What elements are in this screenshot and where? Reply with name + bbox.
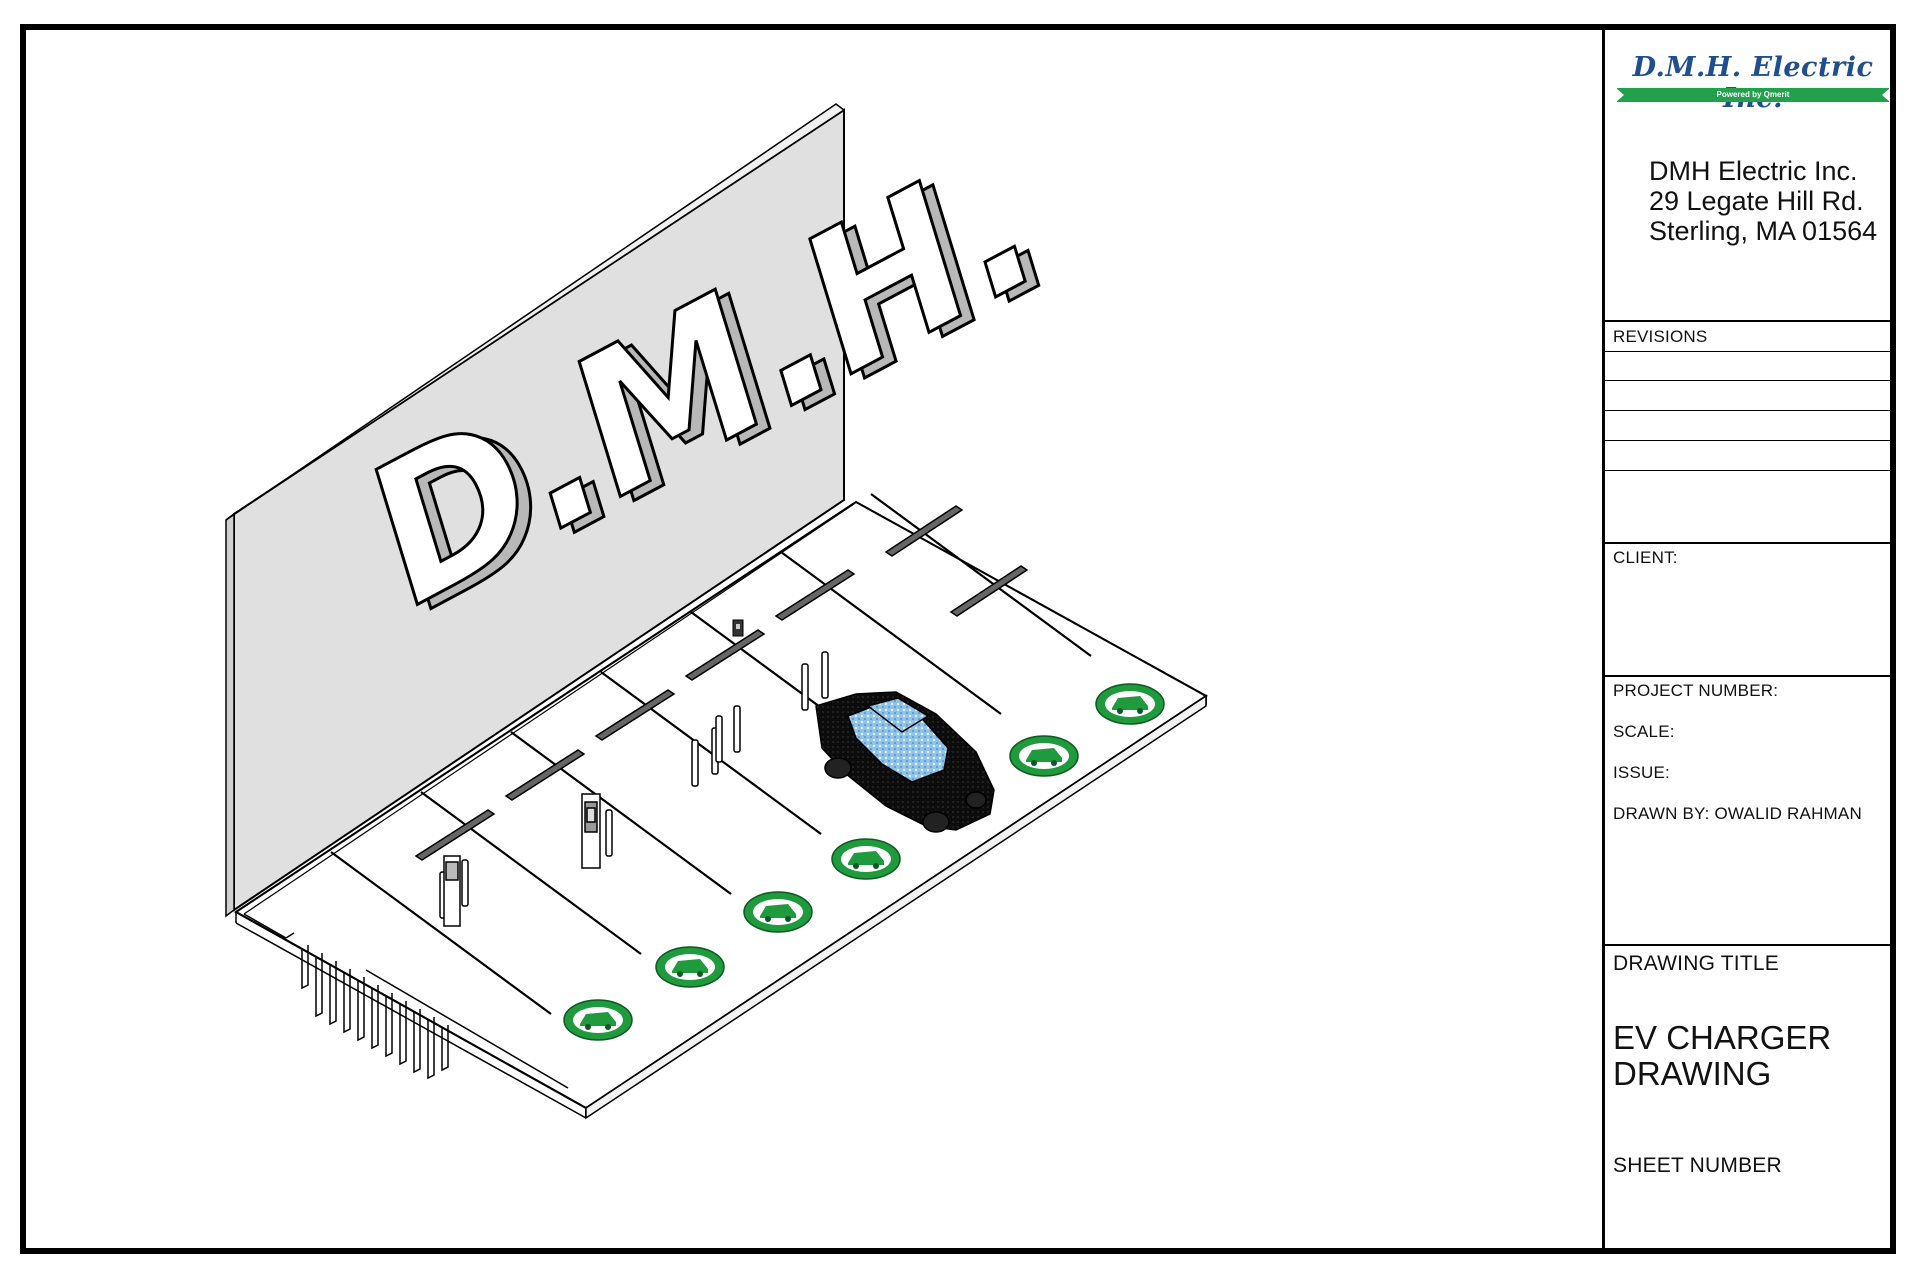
sheet-number-label: SHEET NUMBER xyxy=(1613,1154,1782,1177)
isometric-parking-drawing: D.M.H. D.M.H. xyxy=(225,103,1208,1120)
wall-junction-box xyxy=(732,619,744,637)
drawing-title-label: DRAWING TITLE xyxy=(1613,952,1779,975)
divider-project-top xyxy=(1605,675,1896,677)
revision-row-4 xyxy=(1605,440,1896,441)
ev-parking-symbols xyxy=(563,683,1165,1041)
client-label: CLIENT: xyxy=(1613,548,1678,567)
left-end-bay-hatch xyxy=(243,913,569,1089)
ev-symbol-4 xyxy=(831,838,901,880)
ev-symbol-5 xyxy=(1009,735,1079,777)
issue-label: ISSUE: xyxy=(1613,763,1670,782)
revision-row-1 xyxy=(1605,351,1896,352)
divider-client-top xyxy=(1605,542,1896,544)
company-address: DMH Electric Inc. 29 Legate Hill Rd. Ste… xyxy=(1649,156,1877,246)
company-street: 29 Legate Hill Rd. xyxy=(1649,186,1864,216)
isometric-drawing-area: D.M.H. D.M.H. xyxy=(26,30,1602,1248)
logo-powered-by: Powered by Qmerit xyxy=(1716,90,1790,99)
divider-revisions-top xyxy=(1605,320,1896,322)
ev-charger-pedestal-1 xyxy=(443,855,461,927)
company-logo: D.M.H. Electric Inc. Powered by Qmerit xyxy=(1613,52,1893,122)
scale-label: SCALE: xyxy=(1613,722,1675,741)
revisions-label: REVISIONS xyxy=(1613,327,1708,346)
company-city: Sterling, MA 01564 xyxy=(1649,216,1878,246)
revision-row-5 xyxy=(1605,470,1896,471)
logo-green-ribbon xyxy=(1616,88,1890,102)
revision-row-3 xyxy=(1605,410,1896,411)
project-number-label: PROJECT NUMBER: xyxy=(1613,681,1779,700)
drawing-sheet-frame: D.M.H. D.M.H. xyxy=(20,24,1896,1254)
ev-symbol-2 xyxy=(655,946,725,988)
back-wall xyxy=(225,103,855,918)
parking-floor-slab xyxy=(234,500,1208,1120)
title-block: D.M.H. Electric Inc. Powered by Qmerit D… xyxy=(1602,30,1896,1248)
drawn-by-label: DRAWN BY: OWALID RAHMAN xyxy=(1613,804,1862,823)
revision-row-2 xyxy=(1605,380,1896,381)
parking-stall-lines xyxy=(330,493,1092,1015)
ev-symbol-3 xyxy=(743,891,813,933)
bollards xyxy=(439,651,829,919)
parked-ev-car xyxy=(815,691,995,833)
ev-symbol-1 xyxy=(563,999,633,1041)
wheel-stops xyxy=(414,505,1029,861)
divider-drawing-title-top xyxy=(1605,944,1896,946)
company-name: DMH Electric Inc. xyxy=(1649,156,1858,186)
logo-wordmark: D.M.H. Electric Inc. xyxy=(1632,52,1874,114)
drawing-title-line-1: EV CHARGER xyxy=(1613,1019,1832,1056)
drawing-title-line-2: DRAWING xyxy=(1613,1055,1772,1092)
drawing-title: EV CHARGER DRAWING xyxy=(1613,1020,1831,1092)
ev-symbol-6 xyxy=(1095,683,1165,725)
ev-charger-pedestal-2 xyxy=(581,793,601,869)
